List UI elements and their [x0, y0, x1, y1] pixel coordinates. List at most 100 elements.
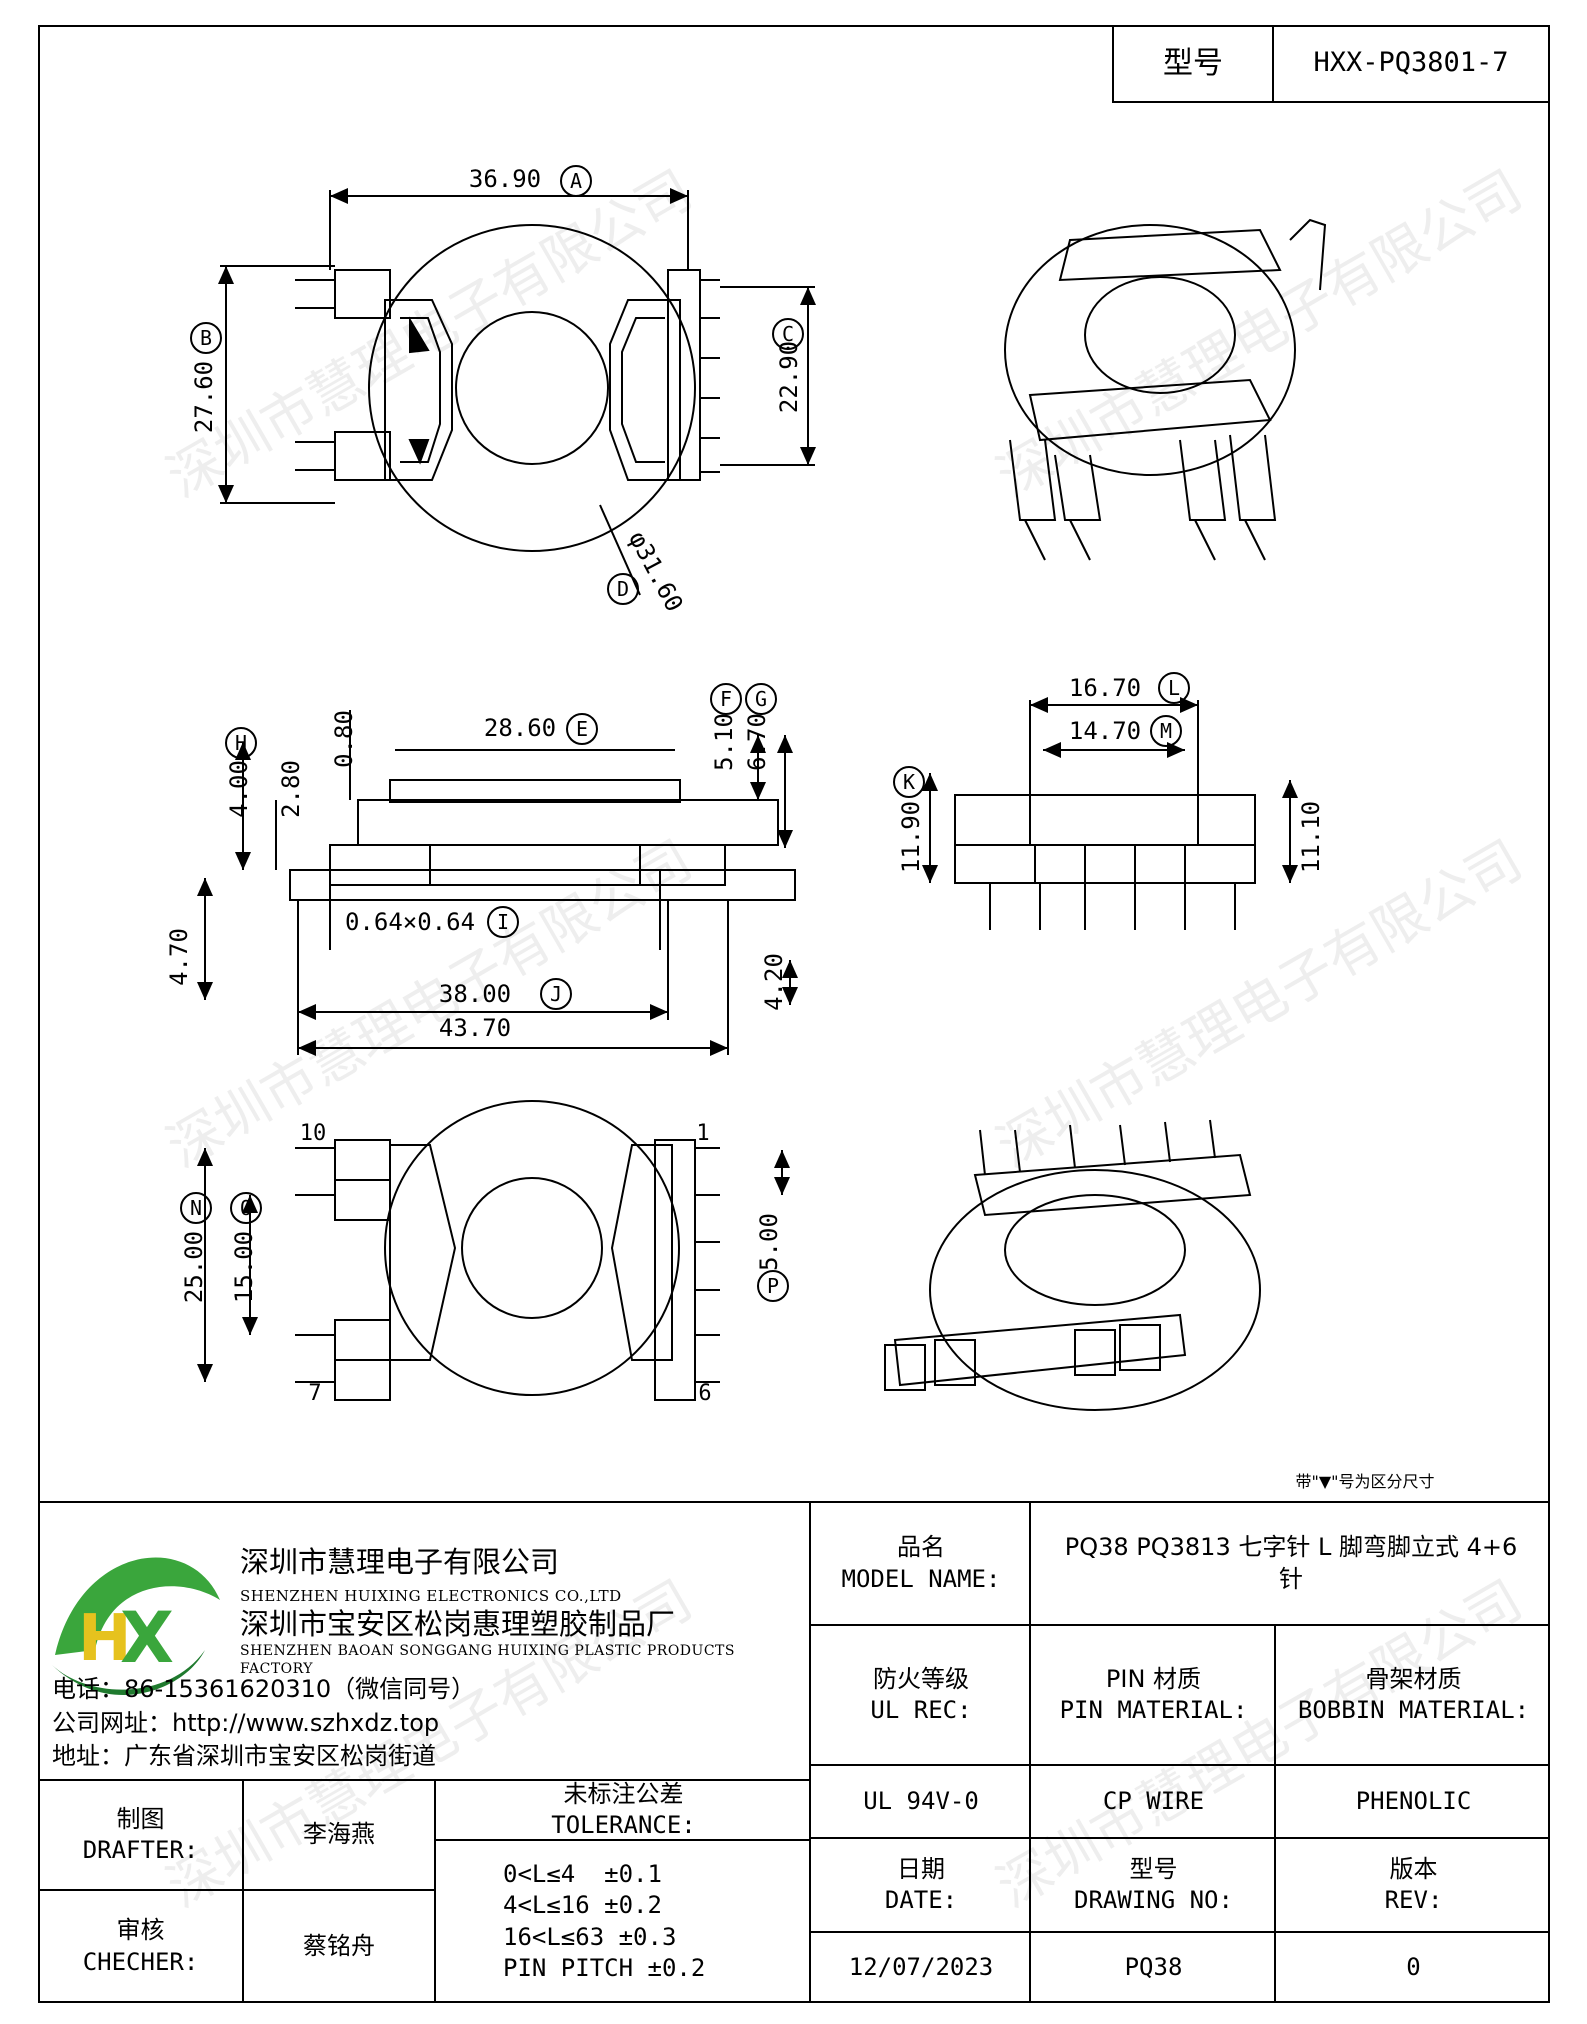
title-block-grid — [38, 1501, 1550, 2003]
checker-label: 审核 CHECHER: — [38, 1890, 243, 2003]
bobbin-material-label: 骨架材质 BOBBIN MATERIAL: — [1277, 1625, 1550, 1765]
marking-note: 带"▼"号为区分尺寸 — [1295, 1471, 1435, 1491]
header-model-value: HXX-PQ3801-7 — [1272, 25, 1550, 103]
tolerance-line: PIN PITCH ±0.2 — [503, 1953, 706, 1982]
bottom-view — [197, 1100, 790, 1401]
top-view — [218, 188, 816, 596]
bobbin-material-value: PHENOLIC — [1355, 1786, 1472, 1815]
dim-27-60: 27.60 — [190, 360, 219, 434]
pin-label-1: 1 — [696, 1120, 710, 1146]
model-name-value: PQ38 PQ3813 七字针 L 脚弯脚立式 4+6 针 — [1064, 1533, 1518, 1593]
drawing-no-cn: 型号 — [1129, 1854, 1178, 1883]
svg-text:X: X — [120, 1597, 174, 1679]
pin-material-value: CP WIRE — [1102, 1786, 1205, 1815]
drafter-en: DRAFTER: — [82, 1836, 199, 1864]
tolerance-en: TOLERANCE: — [551, 1811, 696, 1839]
company-name-cn: 深圳市慧理电子有限公司 — [240, 1545, 560, 1580]
tolerance-line: 0<L≤4 ±0.1 — [503, 1860, 662, 1889]
iso-view-top — [1004, 218, 1327, 561]
circle-letter-e: E — [566, 713, 598, 745]
model-name-label: 品名 MODEL NAME: — [812, 1502, 1030, 1625]
company-website: 公司网址：http://www.szhxdz.top — [52, 1709, 440, 1738]
dim-11-10: 11.10 — [1297, 800, 1326, 874]
drafter-label: 制图 DRAFTER: — [38, 1780, 243, 1890]
dim-43-70: 43.70 — [438, 1014, 512, 1043]
ul-rec-label: 防火等级 UL REC: — [812, 1625, 1030, 1765]
drafter-value: 李海燕 — [303, 1820, 375, 1849]
pin-label-7: 7 — [308, 1380, 322, 1406]
dim-16-70: 16.70 — [1068, 674, 1142, 703]
drawing-frame — [38, 25, 1550, 2003]
header-model-label: 型号 — [1112, 25, 1272, 103]
dim-0-80: 0.80 — [330, 710, 359, 768]
circle-letter-l: L — [1158, 672, 1190, 704]
circle-letter-p: P — [757, 1270, 789, 1302]
checker-cn: 审核 — [116, 1916, 165, 1945]
date-value: 12/07/2023 — [848, 1952, 994, 1981]
tolerance-line: 16<L≤63 ±0.3 — [503, 1922, 677, 1951]
dim-38-00: 38.00 — [438, 980, 512, 1009]
circle-letter-i: I — [487, 906, 519, 938]
checker-value: 蔡铭舟 — [303, 1931, 375, 1960]
dim-25-00: 25.00 — [180, 1230, 209, 1304]
circle-letter-d: D — [607, 573, 639, 605]
circle-letter-g: G — [745, 683, 777, 715]
tolerance-values: 0<L≤4 ±0.1 4<L≤16 ±0.2 16<L≤63 ±0.3 PIN … — [437, 1840, 810, 2003]
rev-en: REV: — [1384, 1886, 1443, 1914]
company-address: 地址：广东省深圳市宝安区松岗街道 — [52, 1742, 436, 1771]
factory-name-cn: 深圳市宝安区松岗惠理塑胶制品厂 — [240, 1607, 676, 1642]
circle-letter-h: H — [225, 727, 257, 759]
circle-letter-c: C — [772, 318, 804, 350]
circle-letter-j: J — [540, 978, 572, 1010]
company-name-en: SHENZHEN HUIXING ELECTRONICS CO.,LTD — [240, 1587, 622, 1606]
dim-14-70: 14.70 — [1068, 717, 1142, 746]
pin-label-6: 6 — [698, 1380, 712, 1406]
circle-letter-m: M — [1150, 715, 1182, 747]
pin-label-10: 10 — [299, 1120, 327, 1146]
dim-11-90: 11.90 — [897, 800, 926, 874]
tolerance-line: 4<L≤16 ±0.2 — [503, 1891, 662, 1920]
pin-material-label: PIN 材质 PIN MATERIAL: — [1032, 1625, 1275, 1765]
drawing-no-value: PQ38 — [1124, 1952, 1183, 1981]
factory-name-en: SHENZHEN BAOAN SONGGANG HUIXING PLASTIC … — [240, 1642, 735, 1677]
side-view — [922, 697, 1298, 930]
circle-letter-b: B — [190, 322, 222, 354]
model-name-en: MODEL NAME: — [841, 1564, 1001, 1593]
tolerance-cn: 未标注公差 — [563, 1779, 684, 1808]
dim-36-90: 36.90 — [468, 165, 542, 194]
pin-material-cn: PIN 材质 — [1105, 1664, 1202, 1693]
ul-rec-value: UL 94V-0 — [863, 1786, 979, 1815]
pin-material-en: PIN MATERIAL: — [1059, 1696, 1248, 1724]
rev-cn: 版本 — [1389, 1854, 1438, 1883]
company-logo: H X — [52, 1557, 220, 1696]
drafter-cn: 制图 — [116, 1804, 165, 1833]
circle-letter-f: F — [710, 683, 742, 715]
front-view — [197, 710, 798, 1056]
company-phone: 电话：86-15361620310（微信同号） — [52, 1675, 476, 1704]
circle-letter-a: A — [560, 165, 592, 197]
model-name-cn: 品名 — [897, 1533, 945, 1562]
circle-letter-n: N — [180, 1192, 212, 1224]
date-cn: 日期 — [897, 1854, 945, 1883]
ul-rec-en: UL REC: — [870, 1696, 972, 1724]
ul-rec-cn: 防火等级 — [873, 1664, 969, 1693]
dim-4-20: 4.20 — [760, 953, 789, 1011]
bobbin-material-cn: 骨架材质 — [1365, 1664, 1462, 1693]
drawing-no-en: DRAWING NO: — [1074, 1886, 1233, 1914]
date-en: DATE: — [884, 1886, 958, 1914]
date-label: 日期 DATE: — [812, 1838, 1030, 1932]
iso-view-bottom — [884, 1119, 1261, 1411]
rev-value: 0 — [1406, 1952, 1421, 1981]
dim-0-64: 0.64×0.64 — [344, 908, 476, 937]
svg-text:H: H — [78, 1602, 132, 1676]
drawing-no-label: 型号 DRAWING NO: — [1032, 1838, 1275, 1932]
checker-en: CHECHER: — [82, 1947, 199, 1976]
circle-letter-k: K — [893, 766, 925, 798]
tolerance-label: 未标注公差 TOLERANCE: — [437, 1780, 810, 1840]
circle-letter-o: O — [230, 1192, 262, 1224]
dim-28-60: 28.60 — [483, 714, 557, 743]
dim-4-70: 4.70 — [165, 928, 194, 986]
dim-2-80: 2.80 — [277, 760, 306, 818]
rev-label: 版本 REV: — [1277, 1838, 1550, 1932]
